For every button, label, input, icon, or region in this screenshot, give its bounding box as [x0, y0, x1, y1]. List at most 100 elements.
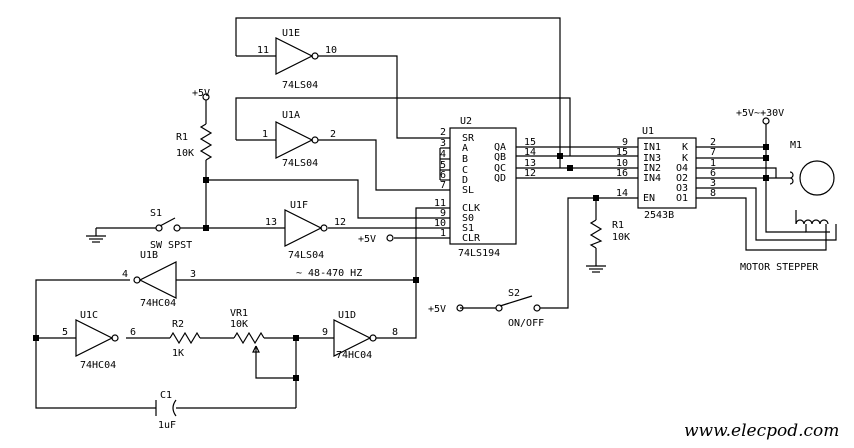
u1-pin-14: 14 — [616, 188, 628, 199]
u2-pin-9: 9 — [440, 208, 446, 219]
u1b-pin-out: 4 — [122, 269, 128, 280]
wires — [35, 17, 837, 409]
r2-value: 1K — [172, 348, 184, 359]
u2-pin-6: 6 — [440, 170, 446, 181]
vcc-left-label: +5V — [192, 88, 210, 99]
inverter-u1e: U1E 74LS04 11 10 — [257, 28, 337, 91]
watermark: www.elecpod.com — [684, 421, 839, 441]
u1e-pin-in: 11 — [257, 45, 269, 56]
u2-pin-15: 15 — [524, 137, 536, 148]
u2-pin-5: 5 — [440, 160, 446, 171]
s1-name: S1 — [150, 208, 162, 219]
capacitor-c1: C1 1uF — [155, 390, 177, 431]
u2-label-sl: SL — [462, 185, 474, 196]
r1-right-value: 10K — [612, 232, 630, 243]
u1-label-o2: O2 — [676, 173, 688, 184]
u2-label-sr: SR — [462, 133, 475, 144]
inverter-u1a: U1A 74LS04 1 2 — [262, 110, 336, 169]
c1-name: C1 — [160, 390, 172, 401]
u2-pin-12: 12 — [524, 168, 536, 179]
inverter-u1b: U1B 74HC04 3 4 — [122, 250, 196, 309]
u2-pin-2: 2 — [440, 127, 446, 138]
s1-label: SW SPST — [150, 240, 192, 251]
u1f-part: 74LS04 — [288, 250, 324, 261]
vr1-value: 10K — [230, 319, 248, 330]
u2-pin-3: 3 — [440, 138, 446, 149]
u1e-pin-out: 10 — [325, 45, 337, 56]
u2-pin-14: 14 — [524, 147, 536, 158]
u1-label-o3: O3 — [676, 183, 688, 194]
u1f-pin-in: 13 — [265, 217, 277, 228]
u2-clr-supply: +5V — [358, 234, 376, 245]
u1a-name: U1A — [282, 110, 300, 121]
u2-pin-4: 4 — [440, 149, 446, 160]
r1-left-value: 10K — [176, 148, 194, 159]
r1-right-name: R1 — [612, 220, 624, 231]
vr1-name: VR1 — [230, 308, 248, 319]
u1d-pin-in: 9 — [322, 327, 328, 338]
u2-label-clr: CLR — [462, 233, 481, 244]
u1-label-in4: IN4 — [643, 173, 661, 184]
m1-name: M1 — [790, 140, 802, 151]
u1d-name: U1D — [338, 310, 356, 321]
u1-label-o4: O4 — [676, 163, 688, 174]
u1a-pin-in: 1 — [262, 129, 268, 140]
resistor-r1-left: +5V R1 10K — [176, 88, 213, 161]
u1a-part: 74LS04 — [282, 158, 318, 169]
u2-label-qc: QC — [494, 163, 506, 174]
u1d-part: 74HC04 — [336, 350, 372, 361]
u1b-pin-in: 3 — [190, 269, 196, 280]
u1-pin-8: 8 — [710, 188, 716, 199]
u2-label-qa: QA — [494, 142, 506, 153]
motor-label: MOTOR STEPPER — [740, 262, 819, 273]
r2-name: R2 — [172, 319, 184, 330]
u2-pin-10: 10 — [434, 218, 446, 229]
u1c-pin-out: 6 — [130, 327, 136, 338]
u2-name: U2 — [460, 116, 472, 127]
c1-value: 1uF — [158, 420, 176, 431]
u1f-name: U1F — [290, 200, 308, 211]
u1-label-k1: K — [682, 142, 688, 153]
potentiometer-vr1: VR1 10K — [230, 308, 265, 353]
u1f-pin-out: 12 — [334, 217, 346, 228]
frequency-note: ~ 48-470 HZ — [296, 268, 362, 279]
u1e-name: U1E — [282, 28, 300, 39]
ic-u1-driver: U1 2543B IN1 IN3 IN2 IN4 EN 9 15 10 16 1… — [616, 126, 716, 221]
u1b-part: 74HC04 — [140, 298, 176, 309]
u1c-part: 74HC04 — [80, 360, 116, 371]
u1-pin-2: 2 — [710, 137, 716, 148]
u1-label-in3: IN3 — [643, 153, 661, 164]
s2-name: S2 — [508, 288, 520, 299]
u1-label-en: EN — [643, 193, 655, 204]
u2-pin-7: 7 — [440, 180, 446, 191]
u1e-part: 74LS04 — [282, 80, 318, 91]
u1-pin-15: 15 — [616, 147, 628, 158]
u1d-pin-out: 8 — [392, 327, 398, 338]
u1a-pin-out: 2 — [330, 129, 336, 140]
u2-label-a: A — [462, 143, 468, 154]
u1-pin-10: 10 — [616, 158, 628, 169]
switch-s1: S1 SW SPST — [86, 208, 192, 251]
ic-u2: U2 74LS194 SR A B C D SL CLK S0 S1 CLR 2… — [358, 116, 536, 259]
u2-label-s1: S1 — [462, 223, 474, 234]
switch-s2: +5V S2 ON/OFF — [428, 288, 544, 329]
u1-label-in2: IN2 — [643, 163, 661, 174]
r1-left-name: R1 — [176, 132, 188, 143]
u1-pin-6: 6 — [710, 168, 716, 179]
vcc-s2-label: +5V — [428, 304, 446, 315]
resistor-r1-right: R1 10K — [586, 219, 630, 273]
u2-label-qd: QD — [494, 173, 506, 184]
u1-pin-16: 16 — [616, 168, 628, 179]
u1-label-in1: IN1 — [643, 142, 661, 153]
u1-part: 2543B — [644, 210, 674, 221]
u1b-name: U1B — [140, 250, 158, 261]
u2-label-d: D — [462, 175, 468, 186]
u1-pin-9: 9 — [622, 137, 628, 148]
u1-pin-7: 7 — [710, 147, 716, 158]
inverter-u1f: U1F 74LS04 13 12 — [265, 200, 346, 261]
u2-label-qb: QB — [494, 152, 506, 163]
stepper-motor: +5V~+30V M1 MOTOR STEPPER — [736, 108, 835, 273]
u2-pin-11: 11 — [434, 198, 446, 209]
u1c-pin-in: 5 — [62, 327, 68, 338]
